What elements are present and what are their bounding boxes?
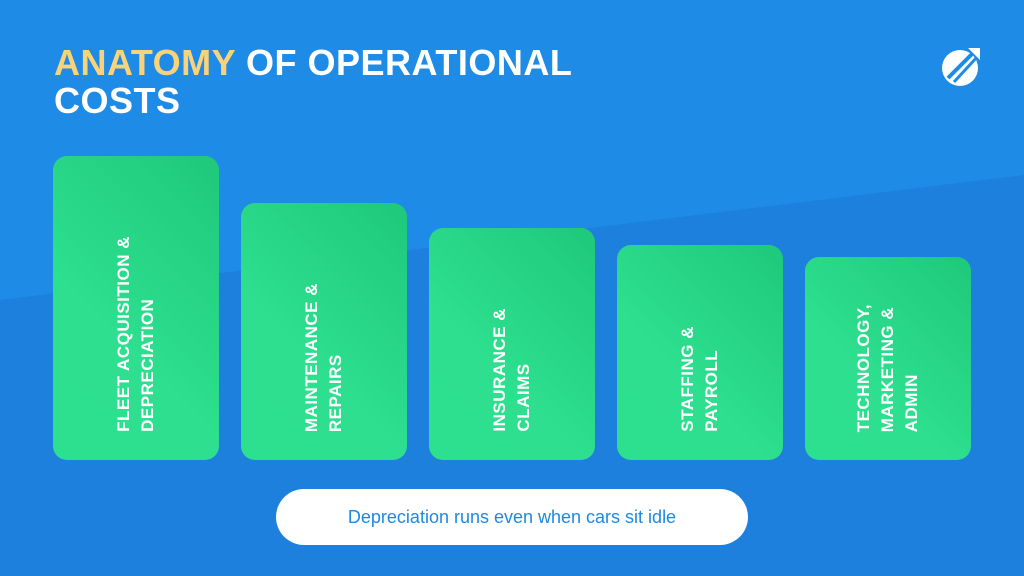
page-title: ANATOMY OF OPERATIONAL COSTS	[54, 44, 572, 120]
cost-bar-fleet: FLEET ACQUISITION & DEPRECIATION	[53, 156, 219, 460]
title-line2: COSTS	[54, 80, 181, 121]
cost-bar-staffing: STAFFING & PAYROLL	[617, 245, 783, 460]
bar-label: MAINTENANCE & REPAIRS	[302, 282, 345, 432]
bar-label: FLEET ACQUISITION & DEPRECIATION	[114, 236, 157, 432]
bar-label: STAFFING & PAYROLL	[678, 326, 721, 432]
bar-label: INSURANCE & CLAIMS	[490, 308, 533, 432]
cost-bar-maintenance: MAINTENANCE & REPAIRS	[241, 203, 407, 460]
callout-pill: Depreciation runs even when cars sit idl…	[276, 489, 748, 545]
bar-label: TECHNOLOGY, MARKETING & ADMIN	[854, 303, 921, 432]
title-highlight: ANATOMY	[54, 42, 236, 83]
cost-bar-insurance: INSURANCE & CLAIMS	[429, 228, 595, 460]
cost-bar-technology: TECHNOLOGY, MARKETING & ADMIN	[805, 257, 971, 460]
title-rest: OF OPERATIONAL	[235, 42, 573, 83]
arrow-circle-logo-icon	[942, 48, 980, 86]
